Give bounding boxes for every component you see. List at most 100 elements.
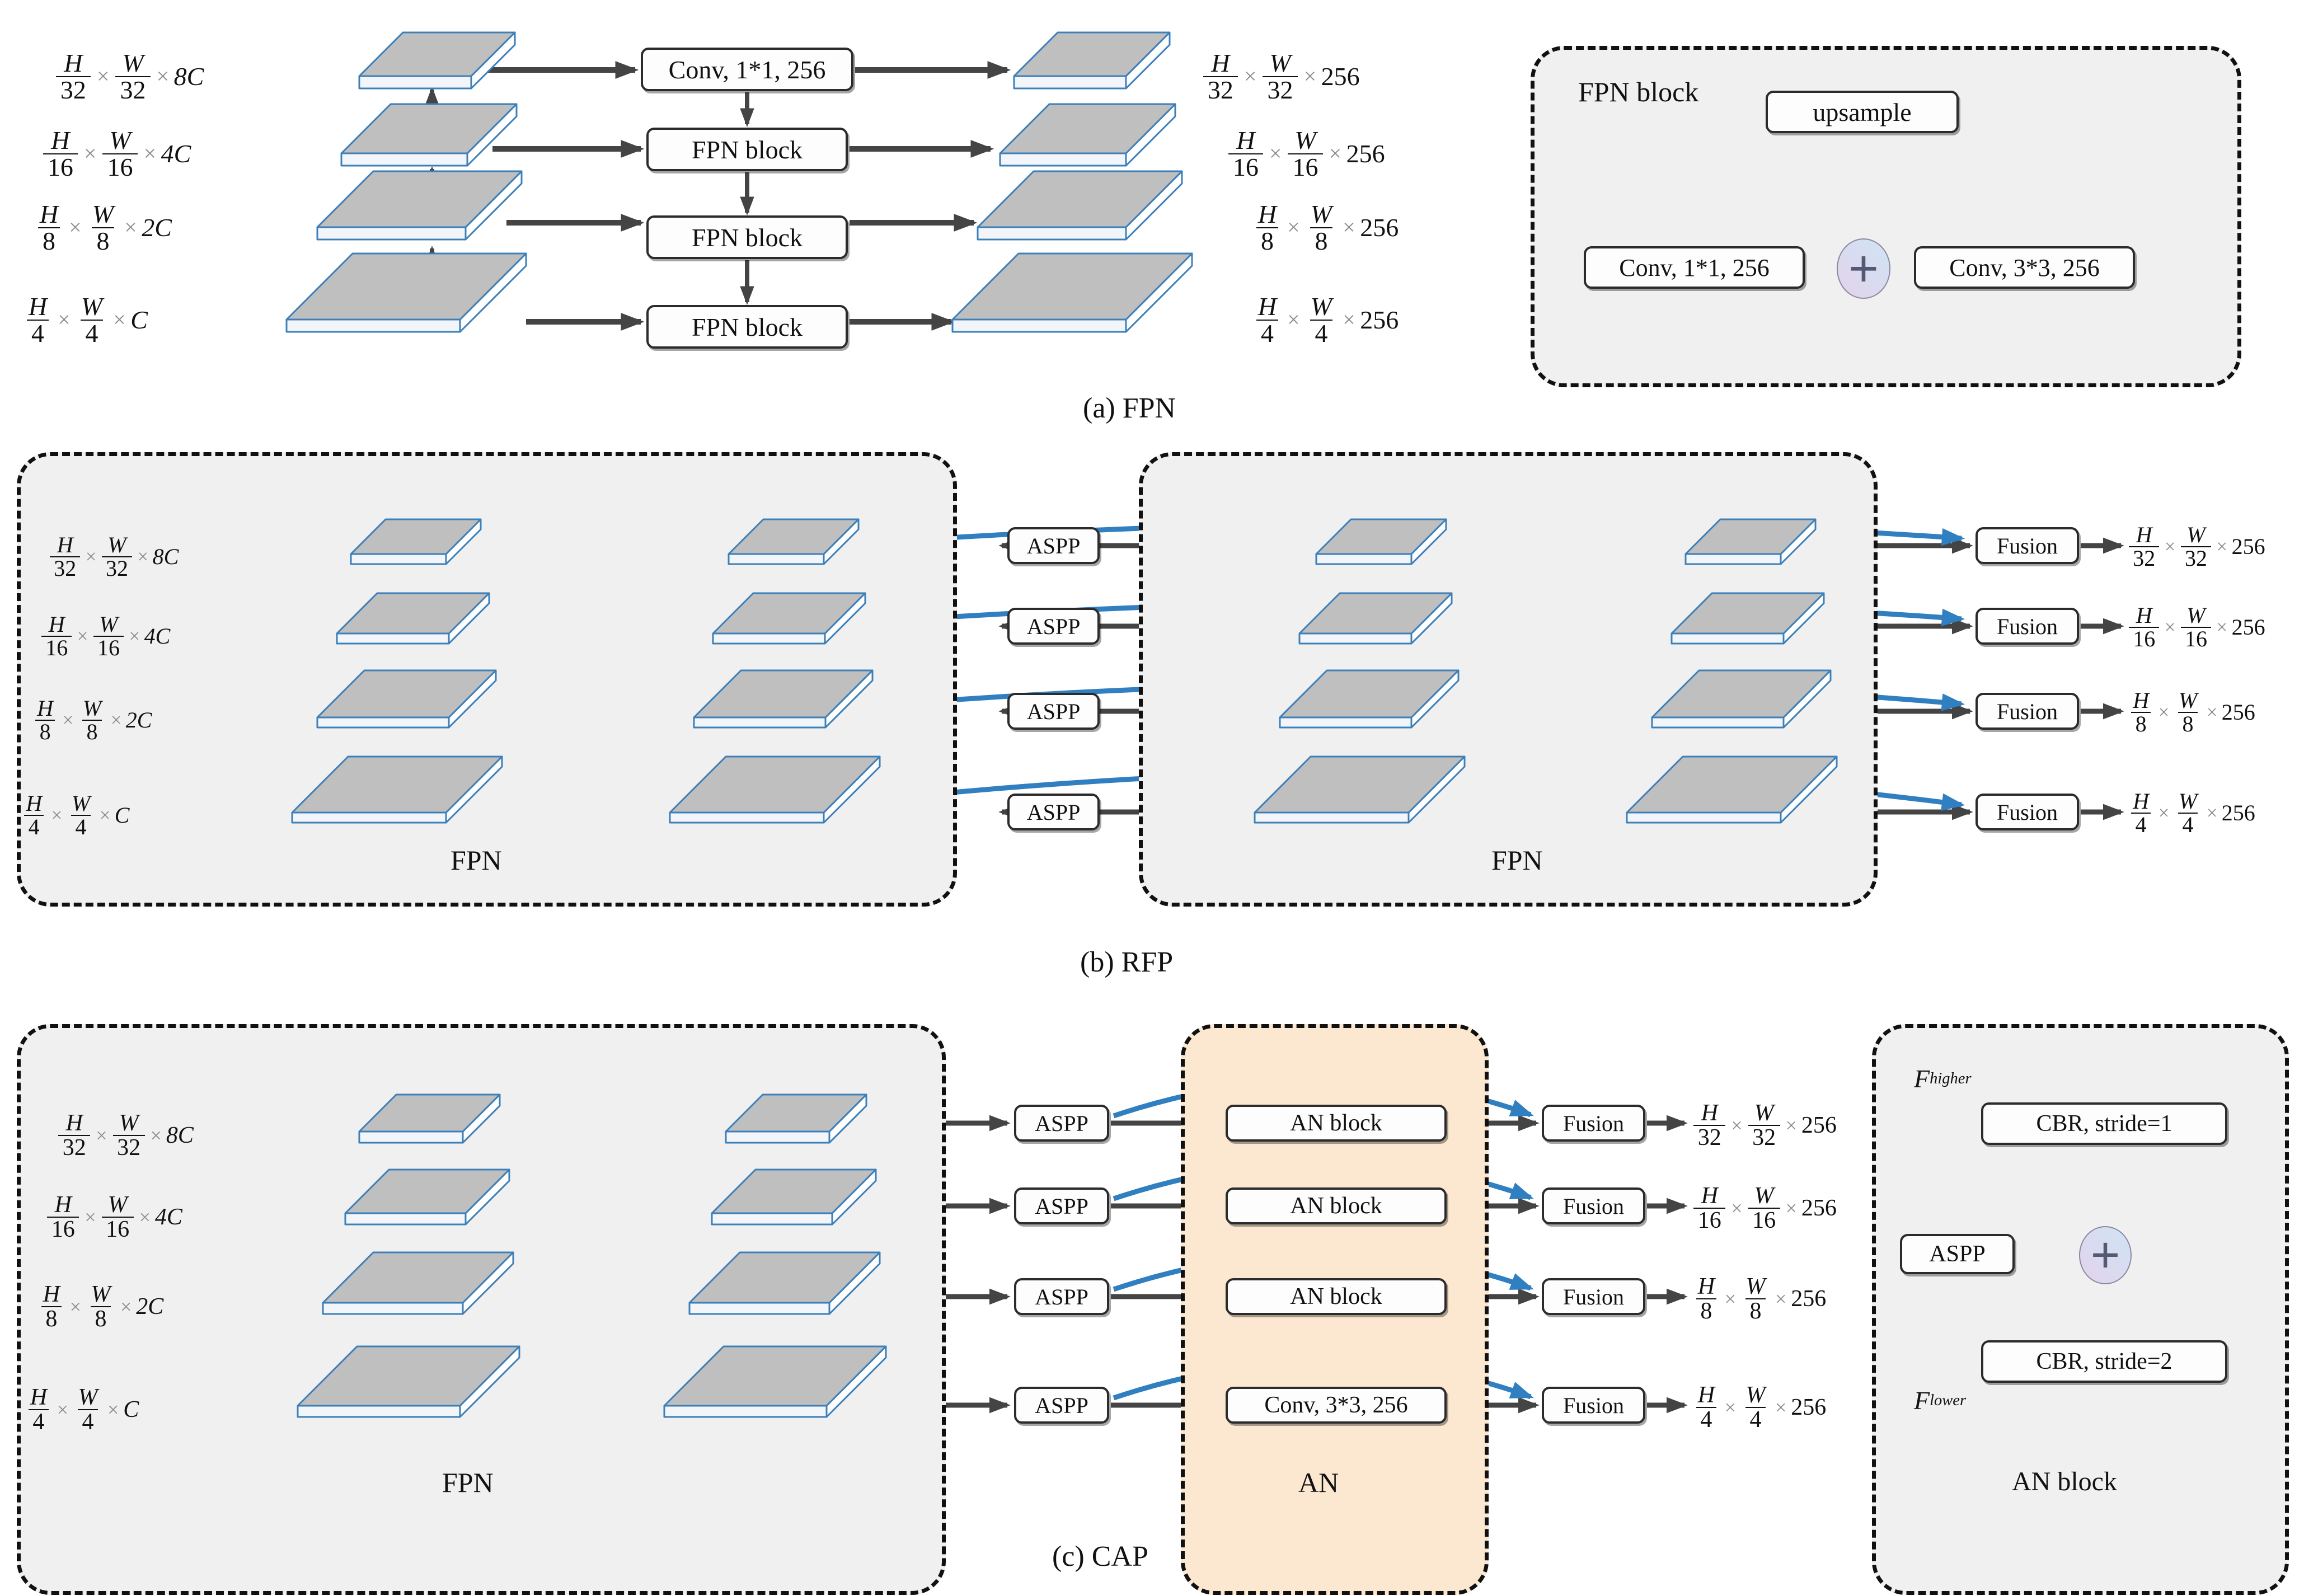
aspp-box-an-detail[interactable]: ASPP xyxy=(1900,1234,2015,1274)
box-label: ASPP xyxy=(1035,1392,1088,1418)
cbr-stride2-box[interactable]: CBR, stride=2 xyxy=(1981,1340,2227,1383)
feature-map-b-l1-1 xyxy=(336,592,492,648)
box-label: CBR, stride=1 xyxy=(2036,1111,2172,1137)
box-label: AN block xyxy=(1290,1284,1382,1309)
box-label: Conv, 1*1, 256 xyxy=(668,55,826,84)
box-label: Conv, 3*3, 256 xyxy=(1949,254,2100,281)
an-block-box-c-0[interactable]: AN block xyxy=(1226,1105,1447,1142)
feature-map-a-out-2 xyxy=(977,170,1185,244)
aspp-box-c-1[interactable]: ASPP xyxy=(1014,1187,1109,1224)
feature-map-a-in-0 xyxy=(358,31,518,93)
box-label: ASPP xyxy=(1035,1284,1088,1309)
fpn-block-box-a-1[interactable]: FPN block xyxy=(646,128,848,171)
box-label: ASPP xyxy=(1026,799,1081,825)
cap-an-label: AN xyxy=(1298,1467,1339,1498)
feature-map-b-l1-3 xyxy=(291,755,505,827)
feature-map-c-2-3 xyxy=(663,1345,889,1421)
feature-map-b-r1-2 xyxy=(1279,669,1462,732)
conv-3x3-256-box-c[interactable]: Conv, 3*3, 256 xyxy=(1226,1387,1447,1424)
feature-map-a-in-2 xyxy=(316,170,525,244)
rfp-fpn-label-right: FPN xyxy=(1491,844,1543,876)
feature-map-b-r1-3 xyxy=(1254,755,1468,827)
box-label: ASPP xyxy=(1929,1241,1986,1267)
feature-map-c-2-0 xyxy=(725,1093,870,1147)
aspp-box-b-0[interactable]: ASPP xyxy=(1007,527,1100,564)
fpn-block-box-a-3[interactable]: FPN block xyxy=(646,305,848,349)
feature-map-b-l2-3 xyxy=(669,755,883,827)
feature-map-a-out-1 xyxy=(999,103,1179,170)
feature-map-b-l1-2 xyxy=(316,669,499,732)
feature-map-b-l2-2 xyxy=(693,669,876,732)
fusion-box-c-1[interactable]: Fusion xyxy=(1542,1187,1645,1224)
fusion-box-b-0[interactable]: Fusion xyxy=(1975,527,2079,564)
fusion-box-c-3[interactable]: Fusion xyxy=(1542,1387,1645,1424)
fusion-box-c-2[interactable]: Fusion xyxy=(1542,1278,1645,1315)
box-label: ASPP xyxy=(1026,613,1081,639)
box-label: AN block xyxy=(1290,1193,1382,1219)
feature-map-b-r2-3 xyxy=(1626,755,1840,827)
feature-map-a-out-0 xyxy=(1013,31,1173,93)
panel-caption-c: (c) CAP xyxy=(1052,1541,1148,1572)
box-label: FPN block xyxy=(691,135,803,164)
aspp-box-b-3[interactable]: ASPP xyxy=(1007,794,1100,830)
box-label: upsample xyxy=(1813,97,1912,126)
box-label: ASPP xyxy=(1026,533,1081,558)
fusion-box-b-2[interactable]: Fusion xyxy=(1975,693,2079,730)
aspp-box-c-0[interactable]: ASPP xyxy=(1014,1105,1109,1142)
plus-node-an-block[interactable]: + xyxy=(2079,1226,2132,1285)
box-label: ASPP xyxy=(1035,1110,1088,1136)
upsample-box[interactable]: upsample xyxy=(1766,91,1959,133)
box-label: AN block xyxy=(1290,1110,1382,1136)
conv-1x1-256-box-a[interactable]: Conv, 1*1, 256 xyxy=(641,48,853,91)
aspp-box-b-2[interactable]: ASPP xyxy=(1007,693,1100,730)
fusion-box-b-3[interactable]: Fusion xyxy=(1975,794,2079,830)
feature-map-c-1-2 xyxy=(322,1251,517,1318)
feature-map-b-r1-0 xyxy=(1315,518,1449,569)
an-block-detail-label: AN block xyxy=(2012,1467,2117,1496)
box-label: CBR, stride=2 xyxy=(2036,1349,2172,1374)
box-label: Fusion xyxy=(1997,613,2058,639)
feature-map-c-1-3 xyxy=(297,1345,523,1421)
feature-map-a-out-3 xyxy=(951,252,1195,336)
feature-map-c-1-0 xyxy=(358,1093,503,1147)
aspp-box-c-2[interactable]: ASPP xyxy=(1014,1278,1109,1315)
conv-1x1-256-box-detail[interactable]: Conv, 1*1, 256 xyxy=(1584,246,1805,289)
box-label: Fusion xyxy=(1563,1392,1624,1418)
fusion-box-b-1[interactable]: Fusion xyxy=(1975,608,2079,645)
an-block-box-c-1[interactable]: AN block xyxy=(1226,1187,1447,1224)
conv-3x3-256-box-detail[interactable]: Conv, 3*3, 256 xyxy=(1914,246,2135,289)
rfp-fpn-label-left: FPN xyxy=(451,844,502,876)
panel-caption-b: (b) RFP xyxy=(1080,946,1174,978)
feature-map-b-l2-1 xyxy=(712,592,869,648)
fusion-box-c-0[interactable]: Fusion xyxy=(1542,1105,1645,1142)
feature-map-c-1-1 xyxy=(344,1168,513,1229)
cbr-stride1-box[interactable]: CBR, stride=1 xyxy=(1981,1102,2227,1145)
plus-node-fpn-block[interactable]: + xyxy=(1837,238,1890,299)
feature-map-b-r2-2 xyxy=(1651,669,1834,732)
fpn-block-box-a-2[interactable]: FPN block xyxy=(646,215,848,259)
aspp-box-c-3[interactable]: ASPP xyxy=(1014,1387,1109,1424)
aspp-box-b-1[interactable]: ASPP xyxy=(1007,608,1100,645)
box-label: FPN block xyxy=(691,223,803,252)
feature-map-c-2-1 xyxy=(711,1168,879,1229)
an-block-box-c-2[interactable]: AN block xyxy=(1226,1278,1447,1315)
box-label: Fusion xyxy=(1563,1110,1624,1136)
